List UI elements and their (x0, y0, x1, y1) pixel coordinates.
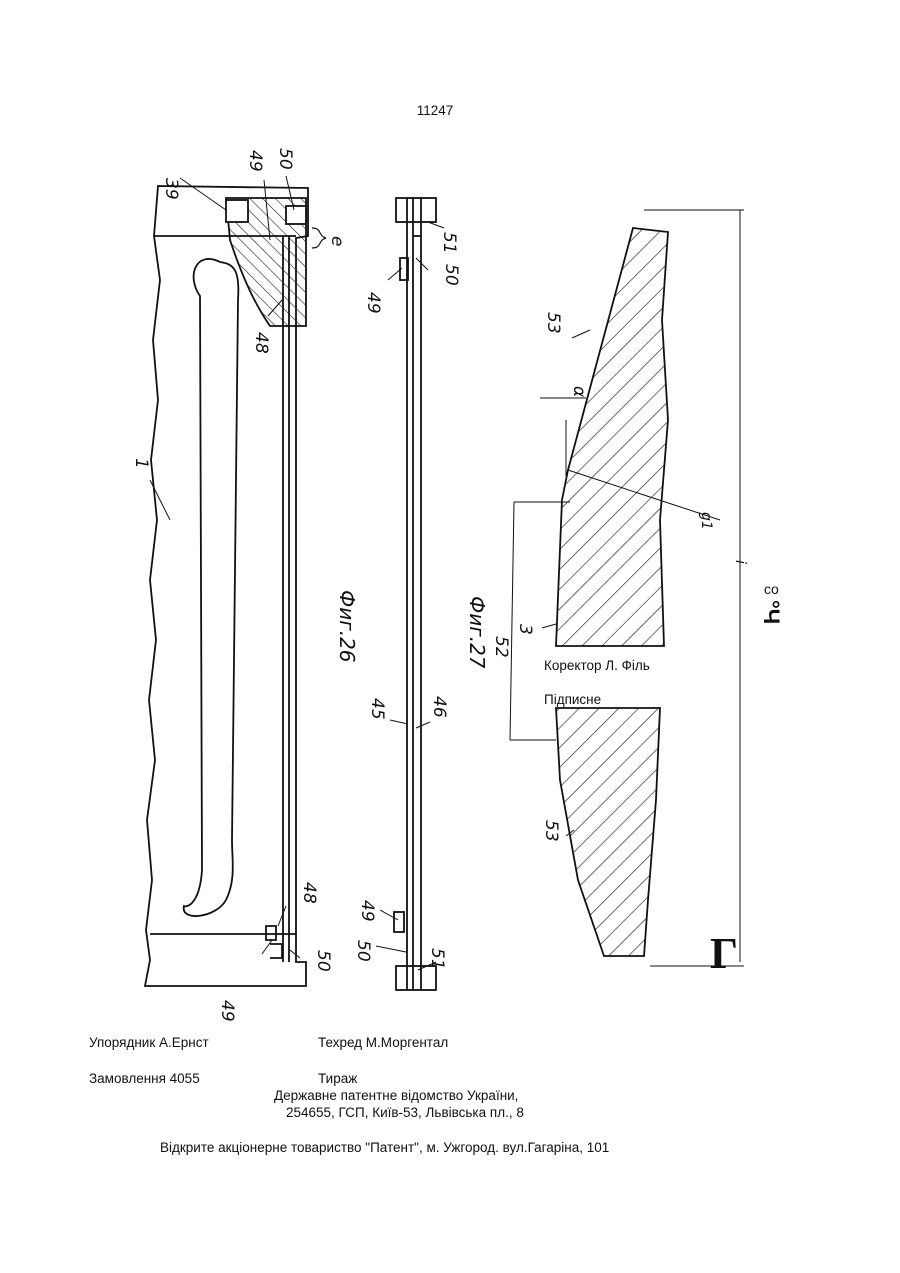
footer-compiler: Упорядник А.Ернст (89, 1036, 209, 1050)
brace-e (312, 228, 326, 248)
fig26-label-48-bottom: 48 (299, 882, 319, 904)
fig27-label-45: 45 (367, 698, 387, 720)
fig26-label-50-bottom: 50 (313, 950, 333, 972)
subscription-line: Підписне (544, 693, 601, 707)
fig27-caption: Фиг.27 (465, 596, 489, 669)
footer-print-run: Тираж (318, 1072, 357, 1086)
big-letter-g: Г (710, 929, 738, 978)
figure-27-leaders (376, 222, 444, 970)
right-label-g1: g1 (698, 512, 714, 530)
fig26-label-39: 39 (161, 178, 181, 200)
fig26-label-1: 1 (131, 458, 151, 469)
fig27-label-50-top: 50 (441, 264, 461, 286)
side-symbol-bottom: °Ч (759, 600, 784, 624)
fig26-label-50: 50 (275, 148, 295, 170)
footer-agency: Державне патентне відомство України, (274, 1089, 518, 1103)
fig27-label-49-top: 49 (363, 292, 383, 314)
right-label-i: i (732, 560, 748, 564)
right-label-alpha: α (569, 386, 589, 397)
fig27-label-49-bottom: 49 (357, 900, 377, 922)
fig26-label-48-top: 48 (251, 332, 271, 354)
figure-26-drawing (145, 186, 308, 986)
footer-address: 254655, ГСП, Київ-53, Львівська пл., 8 (286, 1106, 524, 1120)
right-label-3: 3 (515, 624, 535, 635)
corrector-line: Коректор Л. Філь (544, 659, 650, 673)
footer-techeditor: Техред М.Моргентал (318, 1036, 448, 1050)
footer-publisher: Відкрите акціонерне товариство "Патент",… (160, 1141, 609, 1155)
fig27-label-51-bottom: 51 (427, 948, 447, 970)
fig26-label-e: e (327, 236, 347, 246)
fig26-label-49-bottom: 49 (217, 1000, 237, 1022)
footer-order: Замовлення 4055 (89, 1072, 200, 1086)
side-symbol-top: co (764, 581, 779, 597)
figure-27-drawing (394, 198, 436, 990)
fig26-label-49: 49 (245, 150, 265, 172)
fig27-label-50-bottom: 50 (353, 940, 373, 962)
right-label-53-top: 53 (543, 312, 563, 334)
fig26-caption: Фиг.26 (335, 590, 359, 663)
right-label-52: 52 (491, 636, 511, 658)
fig27-label-51-top: 51 (439, 232, 459, 254)
fig27-label-46: 46 (429, 696, 449, 718)
right-label-53-bottom: 53 (541, 820, 561, 842)
